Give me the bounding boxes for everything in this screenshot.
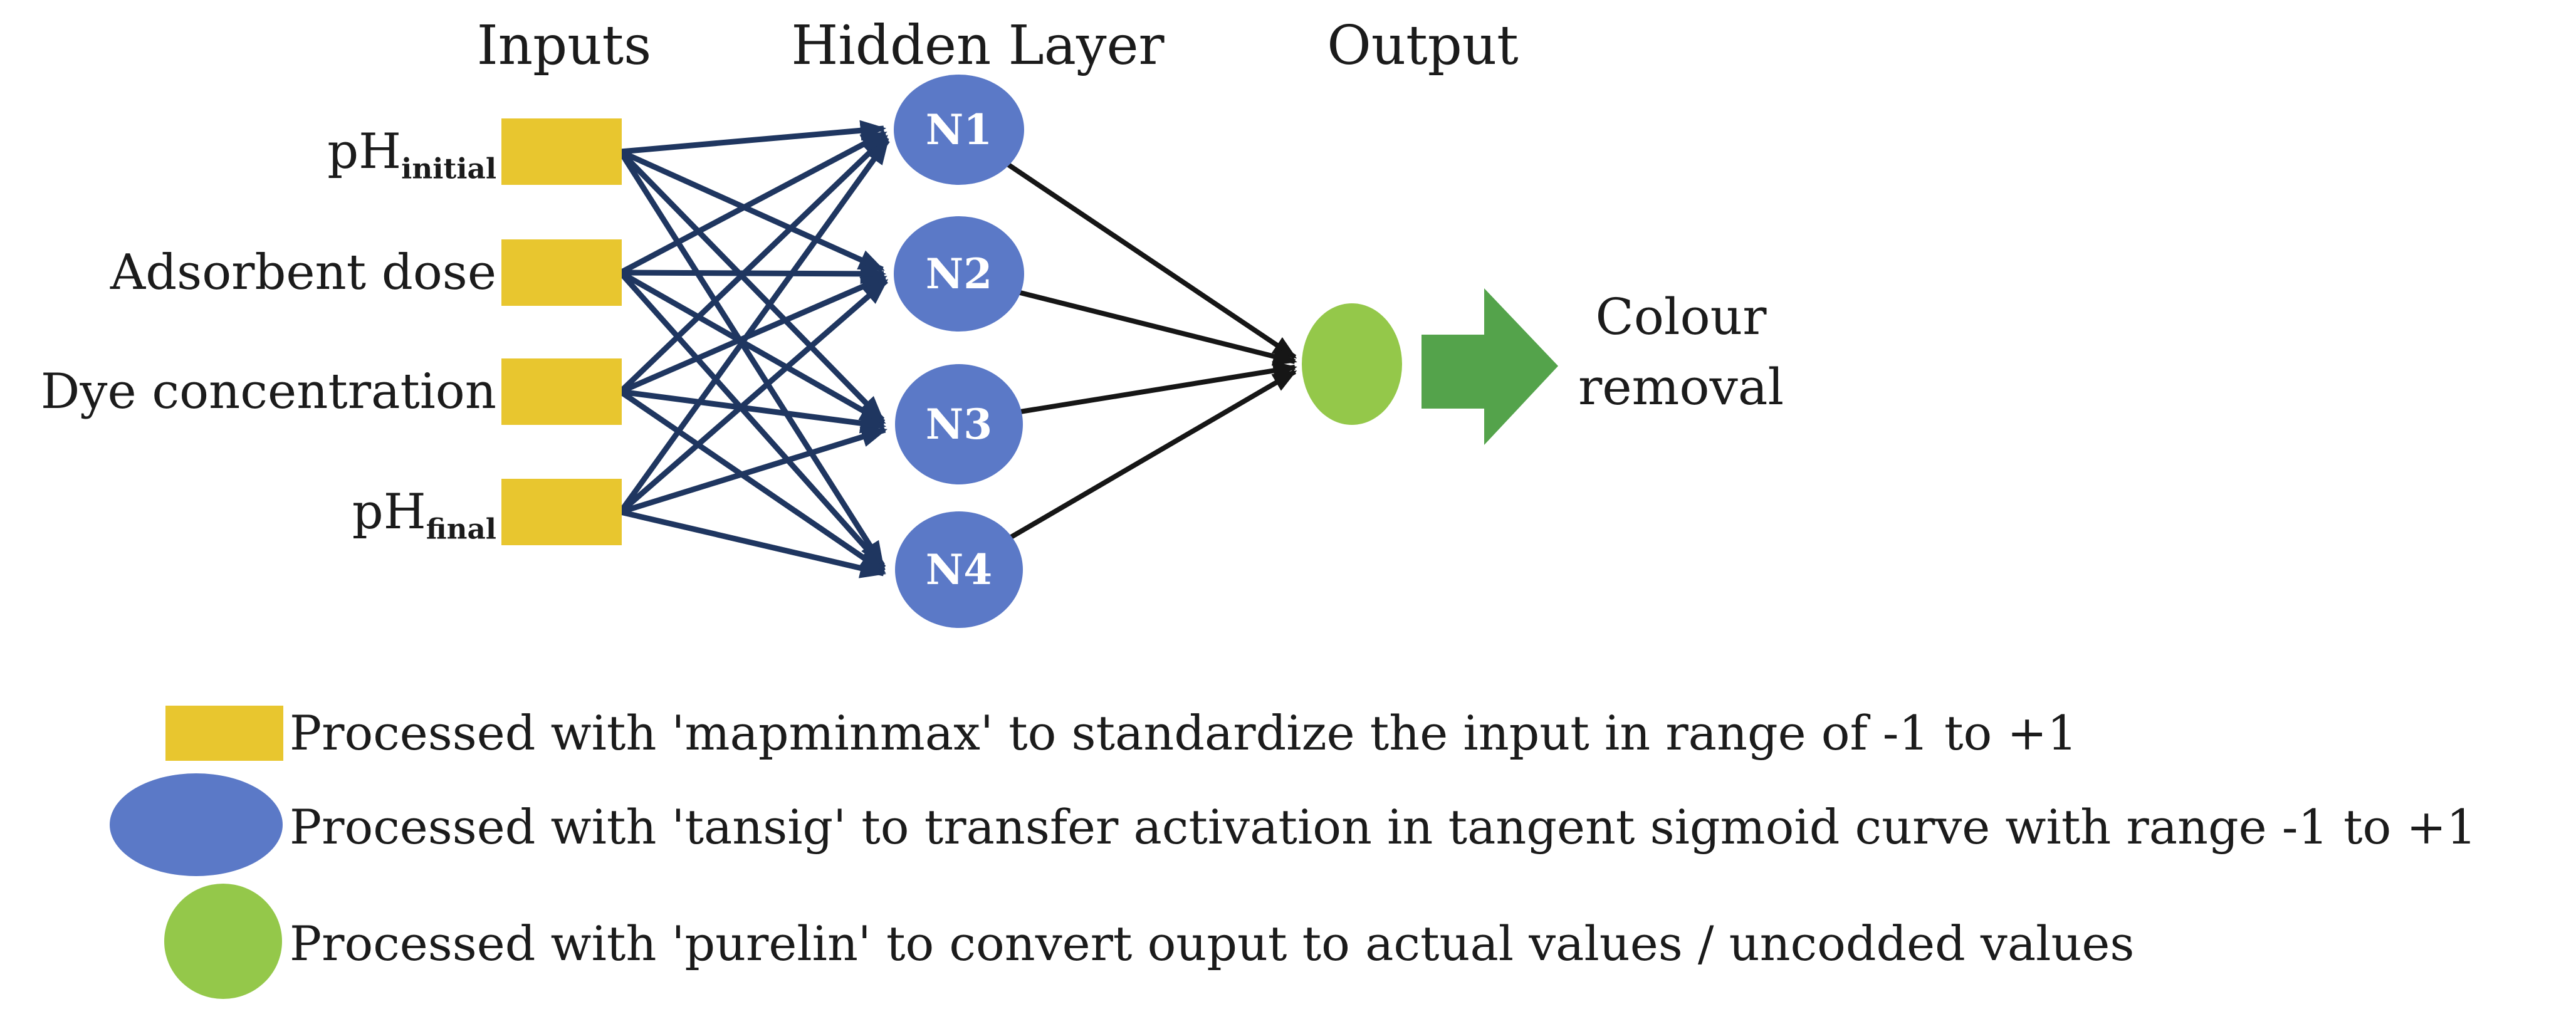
hidden-neurons (894, 75, 1024, 628)
legend-blue-neuron-swatch (110, 773, 283, 876)
hidden-to-output-connections (976, 142, 1297, 559)
connection-line (618, 138, 890, 514)
input-label-main: pH (327, 123, 402, 180)
connection-line (619, 270, 886, 425)
input-label-subscript: initial (401, 152, 496, 186)
input-label-main: pH (352, 484, 426, 540)
input-label-ph-final: pHfinal (0, 474, 496, 550)
connection-line (619, 149, 885, 273)
connection-line (976, 369, 1297, 559)
output-result-line2: removal (1578, 358, 1784, 416)
output-result-label: Colour removal (1543, 282, 1819, 422)
neuron-n1 (894, 75, 1024, 185)
connection-line (619, 278, 889, 515)
legend-item-purelin: Processed with 'purelin' to convert oupu… (290, 916, 2135, 971)
connection-line (618, 150, 885, 568)
input-box-ph-final (501, 479, 622, 545)
connection-line (976, 142, 1297, 360)
input-label-subscript: final (426, 512, 496, 546)
connection-line (619, 427, 887, 515)
input-label-ph-initial: pHinitial (0, 114, 496, 189)
inputs-column-header: Inputs (476, 14, 652, 77)
output-neuron (1302, 303, 1402, 425)
input-label-main: Dye concentration (40, 363, 496, 420)
input-box-adsorbent-dose (501, 239, 622, 306)
input-label-dye-concentration: Dye concentration (0, 354, 496, 429)
neuron-n3 (895, 364, 1023, 484)
legend-green-output-swatch (164, 884, 282, 999)
connection-line (620, 120, 887, 155)
hidden-layer-column-header: Hidden Layer (791, 14, 1165, 77)
connection-line (618, 134, 889, 394)
output-result-line1: Colour (1595, 288, 1767, 346)
neuron-n4 (895, 511, 1023, 628)
connection-line (619, 274, 887, 395)
neuron-n2-label: N2 (925, 249, 993, 298)
output-block-arrow-icon (1422, 288, 1558, 445)
input-label-adsorbent-dose: Adsorbent dose (0, 235, 496, 310)
output-column-header: Output (1327, 14, 1519, 77)
input-boxes (501, 118, 622, 545)
connection-line (618, 149, 885, 422)
connection-line (620, 263, 887, 285)
input-to-hidden-connections (618, 120, 890, 578)
neuron-n2 (894, 216, 1024, 332)
neuron-n4-label: N4 (925, 545, 993, 594)
legend-item-tansig: Processed with 'tansig' to transfer acti… (290, 799, 2477, 855)
neuron-n3-label: N3 (925, 400, 993, 449)
connection-line (619, 130, 887, 275)
legend-yellow-input-swatch (165, 706, 283, 761)
connection-line (977, 361, 1297, 421)
connection-line (619, 509, 887, 578)
connection-line (620, 389, 887, 434)
input-box-ph-initial (501, 118, 622, 185)
connection-line (977, 280, 1297, 366)
input-label-main: Adsorbent dose (110, 244, 496, 301)
legend-item-mapminmax: Processed with 'mapminmax' to standardiz… (290, 705, 2078, 761)
neuron-n1-label: N1 (925, 105, 993, 154)
connection-line (618, 271, 886, 570)
connection-line (619, 389, 886, 574)
input-box-dye-concentration (501, 358, 622, 425)
